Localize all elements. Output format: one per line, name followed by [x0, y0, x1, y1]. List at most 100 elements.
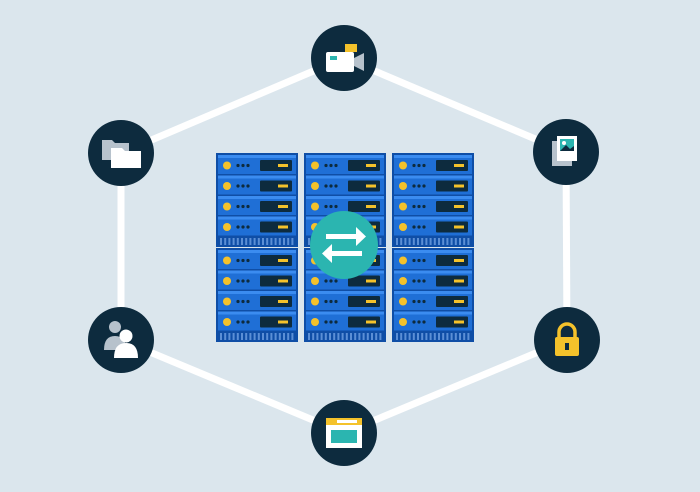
vent-slot — [433, 333, 436, 340]
vent-slot — [274, 238, 277, 245]
vent-slot — [459, 333, 461, 340]
vent-slot — [404, 238, 407, 245]
vent-slot — [463, 333, 466, 340]
vent-slot — [417, 333, 419, 340]
vent-slot — [308, 333, 310, 340]
vent-slot — [245, 333, 248, 340]
folders-node[interactable] — [88, 120, 154, 186]
server-unit — [394, 155, 472, 174]
vent-slot — [329, 333, 331, 340]
server-unit — [394, 250, 472, 269]
vent-slot — [350, 333, 352, 340]
vent-slot — [337, 333, 340, 340]
vent-slot — [467, 333, 470, 340]
vent-slot — [429, 238, 432, 245]
vent-slot — [341, 333, 344, 340]
vent-slot — [270, 333, 273, 340]
vent-slot — [429, 333, 432, 340]
padlock-icon — [555, 322, 579, 356]
vent-slot — [371, 333, 373, 340]
vent-slot — [236, 238, 239, 245]
server-unit — [306, 175, 384, 195]
vent-slot — [442, 238, 445, 245]
video-camera-node[interactable] — [311, 25, 377, 91]
hexagon-edge — [342, 336, 569, 437]
vent-slot — [228, 238, 231, 245]
vent-slot — [316, 333, 319, 340]
photo-gallery-node[interactable] — [533, 119, 599, 185]
vent-slot — [354, 333, 357, 340]
hexagon-edge — [342, 54, 568, 156]
server-unit — [218, 291, 296, 310]
security-lock-node[interactable] — [534, 307, 600, 373]
vent-slot — [249, 238, 252, 245]
vent-slot — [467, 238, 470, 245]
vent-slot — [463, 238, 466, 245]
vent-slot — [446, 238, 449, 245]
vent-slot — [433, 238, 436, 245]
vent-slot — [358, 333, 361, 340]
vent-slot — [425, 333, 428, 340]
vent-slot — [287, 238, 290, 245]
vent-slot — [454, 238, 457, 245]
server-unit — [306, 291, 384, 310]
vent-slot — [308, 238, 310, 245]
vent-slot — [366, 333, 369, 340]
vent-slot — [417, 238, 419, 245]
vent-slot — [241, 333, 243, 340]
vent-slot — [459, 238, 461, 245]
hexagon-connections — [117, 54, 571, 437]
vent-slot — [245, 238, 248, 245]
vent-slot — [442, 333, 445, 340]
vent-slot — [287, 333, 290, 340]
server-unit — [218, 155, 296, 174]
server-unit — [218, 175, 296, 195]
vent-slot — [379, 238, 382, 245]
vent-slot — [283, 333, 285, 340]
vent-slot — [312, 333, 315, 340]
users-icon — [104, 321, 138, 358]
server-rack — [216, 248, 298, 342]
vent-slot — [408, 333, 411, 340]
vent-slot — [324, 333, 327, 340]
vent-slot — [396, 238, 398, 245]
server-unit — [306, 196, 384, 215]
vent-slot — [438, 238, 440, 245]
server-unit — [394, 270, 472, 290]
vent-slot — [412, 238, 415, 245]
vent-slot — [253, 238, 256, 245]
vent-slot — [320, 333, 323, 340]
server-unit — [306, 155, 384, 174]
server-unit — [218, 311, 296, 331]
browser-window-icon — [326, 418, 362, 448]
vent-slot — [262, 333, 264, 340]
hexagon-edge — [119, 336, 346, 437]
server-unit — [394, 175, 472, 195]
vent-slot — [270, 238, 273, 245]
vent-slot — [333, 333, 336, 340]
vent-slot — [266, 238, 269, 245]
vent-slot — [375, 333, 378, 340]
hexagon-edge — [119, 54, 346, 157]
vent-slot — [232, 333, 235, 340]
vent-slot — [274, 333, 277, 340]
vent-slot — [291, 238, 294, 245]
server-unit — [394, 291, 472, 310]
server-unit — [218, 216, 296, 236]
vent-slot — [396, 333, 398, 340]
vent-slot — [450, 238, 453, 245]
vent-slot — [224, 238, 227, 245]
users-node[interactable] — [88, 307, 154, 373]
vent-slot — [400, 333, 403, 340]
server-rack — [392, 153, 474, 247]
vent-slot — [450, 333, 453, 340]
transfer-badge — [310, 211, 378, 279]
vent-slot — [412, 333, 415, 340]
vent-slot — [228, 333, 231, 340]
vent-slot — [262, 238, 264, 245]
server-rack — [392, 248, 474, 342]
server-unit — [218, 196, 296, 215]
web-browser-node[interactable] — [311, 400, 377, 466]
video-camera-icon — [326, 44, 364, 72]
